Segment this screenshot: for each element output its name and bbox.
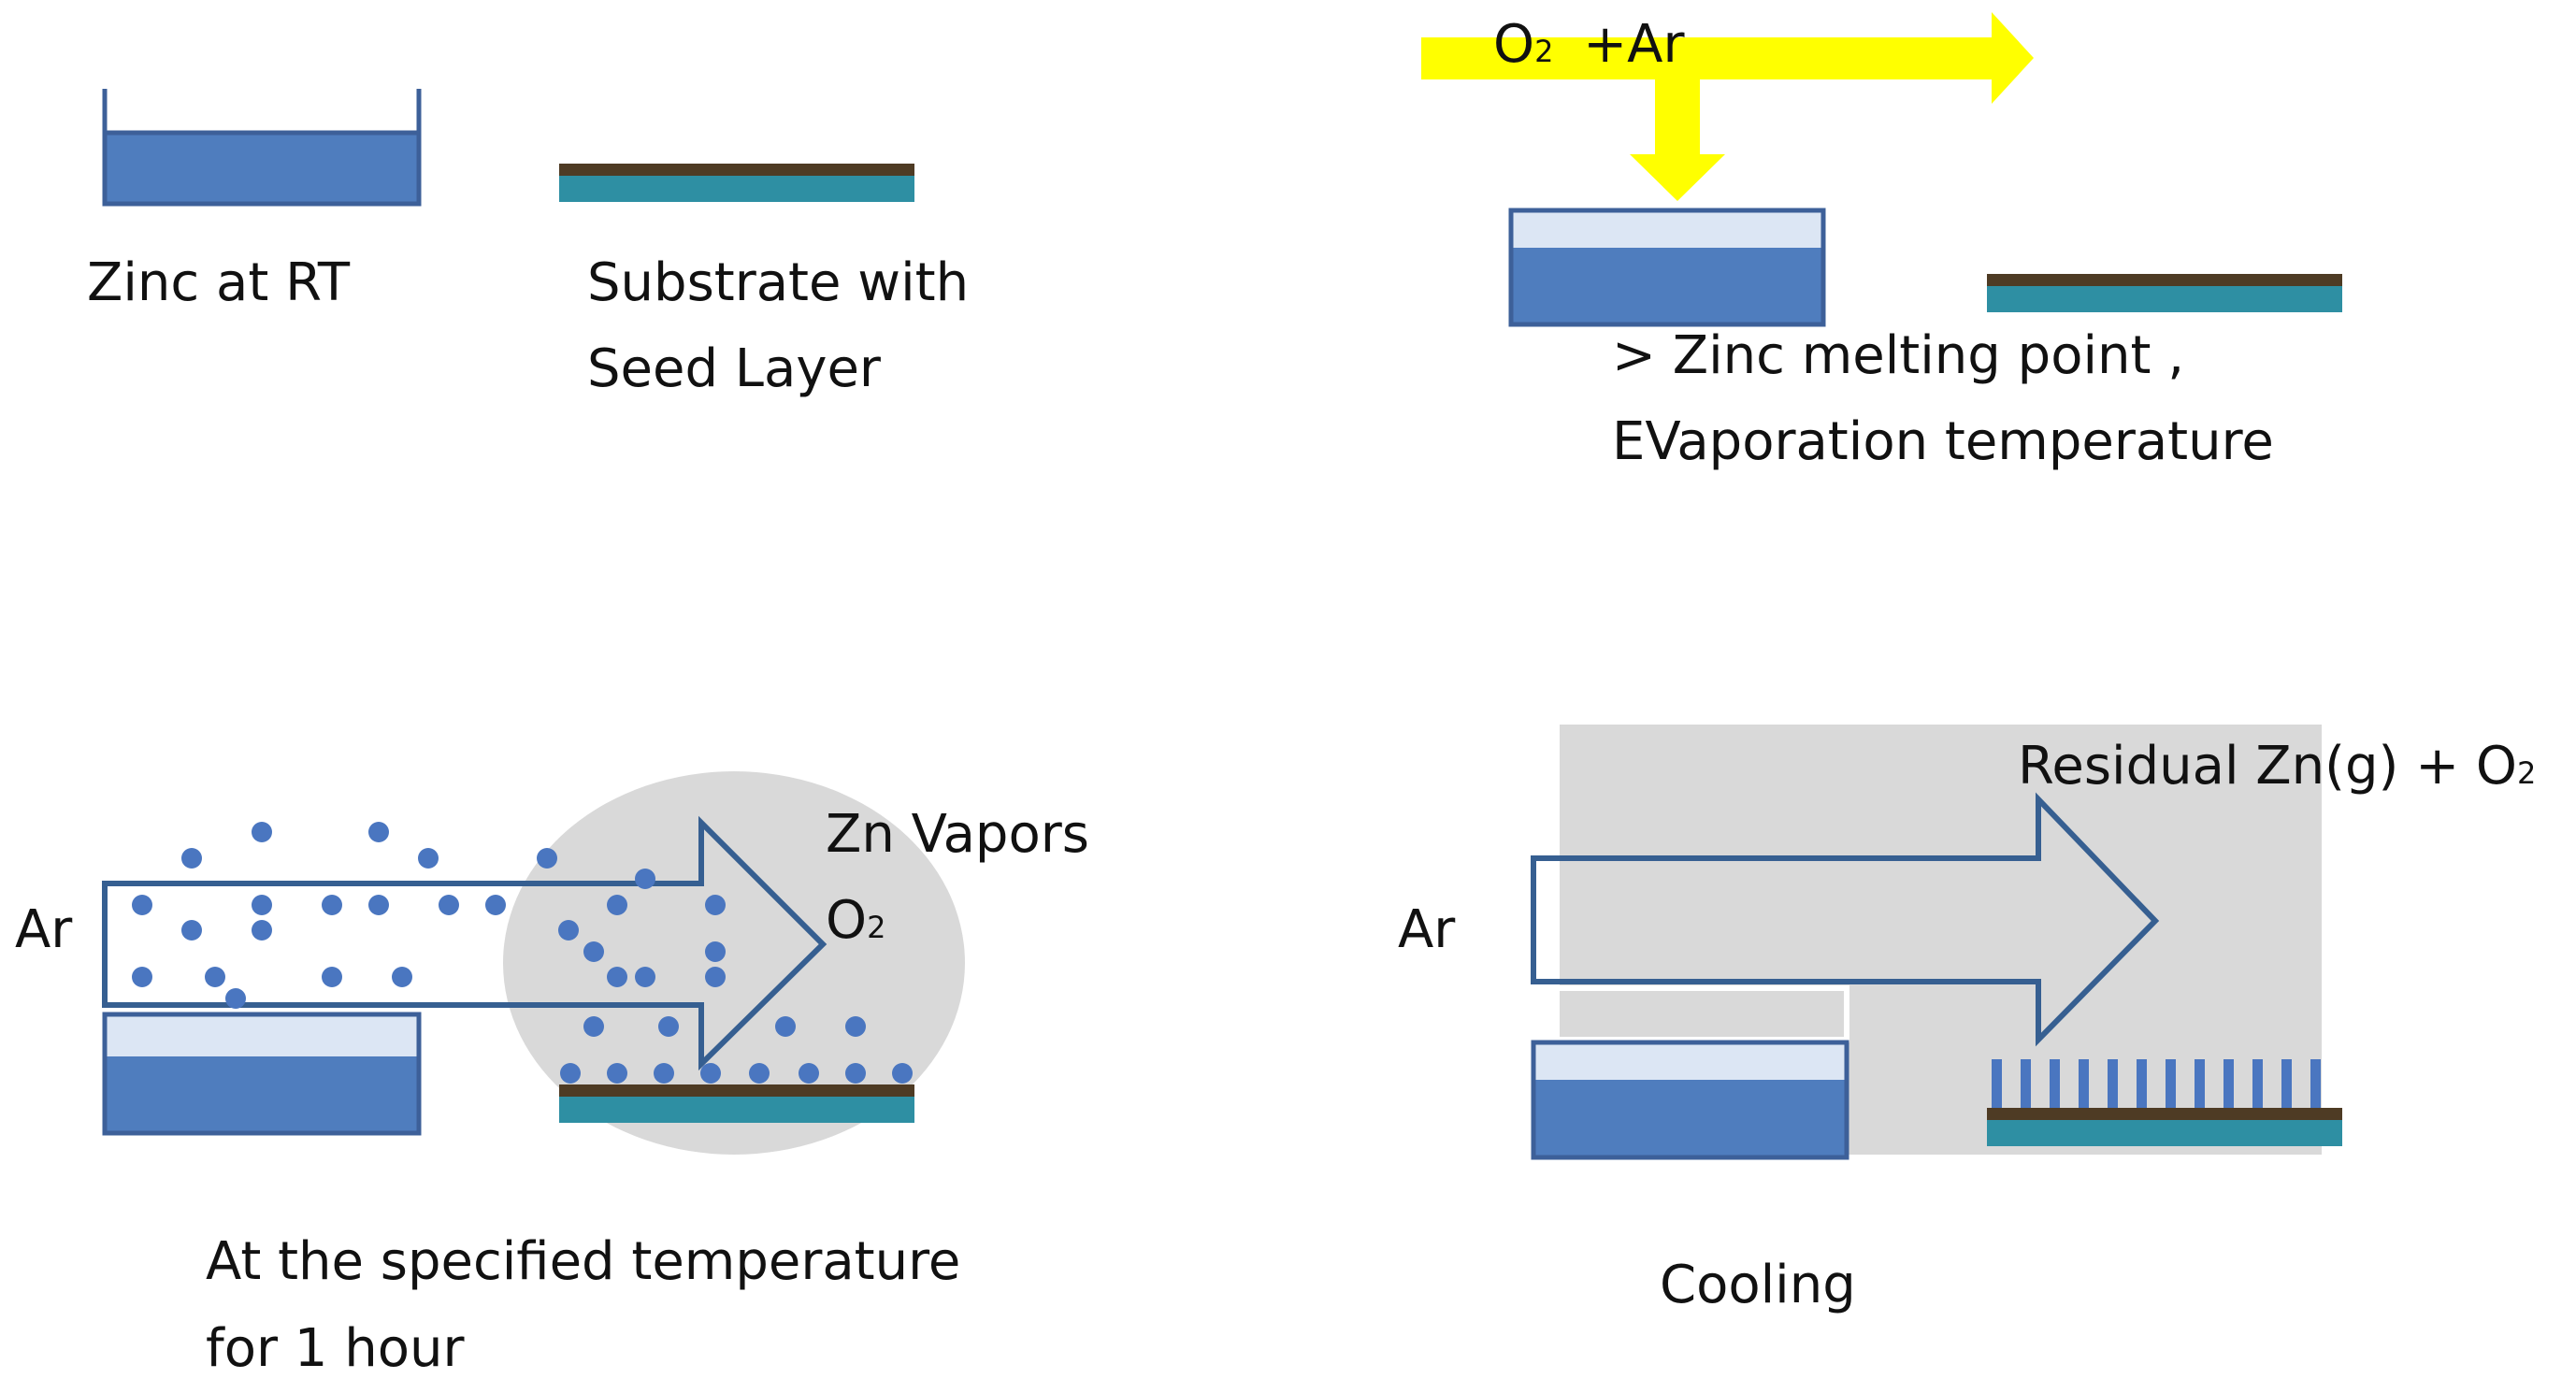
vapor-particle	[799, 1063, 819, 1084]
vapor-particle	[635, 869, 655, 889]
vapor-particle	[654, 1063, 674, 1084]
oxygen-label: O2	[826, 879, 885, 963]
vapor-particle	[392, 967, 412, 987]
vapor-particle	[368, 895, 389, 915]
zinc-crucible-cooled	[1531, 1040, 1849, 1160]
zinc-crucible-room-temp	[102, 89, 422, 207]
vapor-particle	[132, 967, 152, 987]
zno-nanorod	[2137, 1059, 2147, 1108]
zno-nanorod	[2252, 1059, 2263, 1108]
zno-nanorod	[2079, 1059, 2089, 1108]
vapor-particle	[749, 1063, 770, 1084]
argon-label-right: Ar	[1398, 899, 1456, 960]
substrate-label-line1: Substrate with	[587, 252, 970, 313]
growth-caption-line1: At the specified temperature	[206, 1231, 961, 1292]
zno-nanorod	[2050, 1059, 2060, 1108]
zno-nanorod	[2108, 1059, 2118, 1108]
vapor-particle	[558, 920, 579, 941]
vapor-particle	[845, 1063, 866, 1084]
argon-flow-arrow	[102, 815, 827, 1071]
zno-nanorod	[2310, 1059, 2321, 1108]
vapor-particle	[132, 895, 152, 915]
vapor-particle	[537, 848, 557, 869]
vapor-particle	[607, 967, 627, 987]
vapor-particle	[418, 848, 439, 869]
vapor-particle	[892, 1063, 913, 1084]
gas-flow-arrow	[1421, 12, 2034, 104]
crucible-outline-marker	[1531, 985, 1849, 1042]
melting-point-note-line2: EVaporation temperature	[1612, 411, 2274, 472]
vapor-particle	[485, 895, 506, 915]
zno-nanorod	[1992, 1059, 2002, 1108]
gas-subscript: 2	[1534, 34, 1554, 69]
vapor-cloud	[503, 771, 965, 1155]
melting-point-note-line1: > Zinc melting point ,	[1612, 325, 2185, 386]
argon-label-left: Ar	[15, 899, 73, 960]
substrate-with-seed-layer	[559, 1084, 914, 1123]
zinc-crucible-hot	[102, 1012, 422, 1136]
substrate-with-nanorods	[1987, 1059, 2342, 1146]
zinc-at-rt-label: Zinc at RT	[87, 252, 351, 313]
vapor-particle	[775, 1016, 796, 1037]
gas-down-arrow	[1630, 79, 1725, 201]
zno-nanorod-array	[1992, 1059, 2321, 1108]
residual-gas-text: Residual Zn(g) + O	[2018, 736, 2517, 797]
cooling-caption: Cooling	[1660, 1255, 1856, 1315]
panel-evaporation	[1421, 12, 2342, 327]
zno-nanorod	[2223, 1059, 2234, 1108]
gas-o-text: O	[1493, 14, 1535, 75]
zno-nanorod	[2195, 1059, 2205, 1108]
oxygen-subscript: 2	[867, 910, 886, 945]
residual-gas-subscript: 2	[2517, 755, 2537, 791]
zno-nanorod	[2166, 1059, 2176, 1108]
vapor-particle	[439, 895, 459, 915]
oxygen-o-text: O	[826, 890, 868, 951]
vapor-particle	[705, 941, 726, 962]
vapor-particle	[560, 1063, 581, 1084]
substrate-with-seed-layer	[559, 164, 914, 202]
vapor-particle	[635, 967, 655, 987]
panel-cooling	[1531, 725, 2342, 1160]
vapor-particle	[607, 895, 627, 915]
vapor-particle	[705, 895, 726, 915]
vapor-particle	[252, 895, 272, 915]
vapor-particle	[322, 895, 342, 915]
zinc-vapor-particles	[132, 822, 913, 1084]
zno-nanorod	[2281, 1059, 2292, 1108]
vapor-particle	[583, 1016, 604, 1037]
vapor-particle	[252, 920, 272, 941]
zinc-crucible-heated	[1508, 208, 1826, 327]
residual-gas-label: Residual Zn(g) + O2	[2018, 725, 2536, 809]
zno-nanorod	[2021, 1059, 2031, 1108]
vapor-particle	[181, 848, 202, 869]
argon-flow-arrow	[1531, 792, 2160, 1047]
gas-flow-label: O2 +Ar	[1493, 3, 1685, 87]
vapor-particle	[607, 1063, 627, 1084]
vapor-particle	[205, 967, 225, 987]
growth-caption-line2: for 1 hour	[206, 1318, 465, 1379]
vapor-particle	[845, 1016, 866, 1037]
vapor-particle	[368, 822, 389, 842]
gas-ar-text: +Ar	[1583, 14, 1685, 75]
vapor-particle	[705, 967, 726, 987]
vapor-particle	[583, 941, 604, 962]
vapor-particle	[225, 988, 246, 1009]
panel-vapor-transport	[102, 771, 965, 1155]
panel-zinc-at-rt	[102, 89, 914, 207]
substrate-with-seed-layer	[1987, 274, 2342, 312]
substrate-label-line2: Seed Layer	[587, 338, 881, 399]
vapor-particle	[322, 967, 342, 987]
vapor-particle	[252, 822, 272, 842]
zn-vapors-label: Zn Vapors	[826, 804, 1089, 865]
vapor-particle	[700, 1063, 721, 1084]
vapor-particle	[181, 920, 202, 941]
vapor-particle	[658, 1016, 679, 1037]
